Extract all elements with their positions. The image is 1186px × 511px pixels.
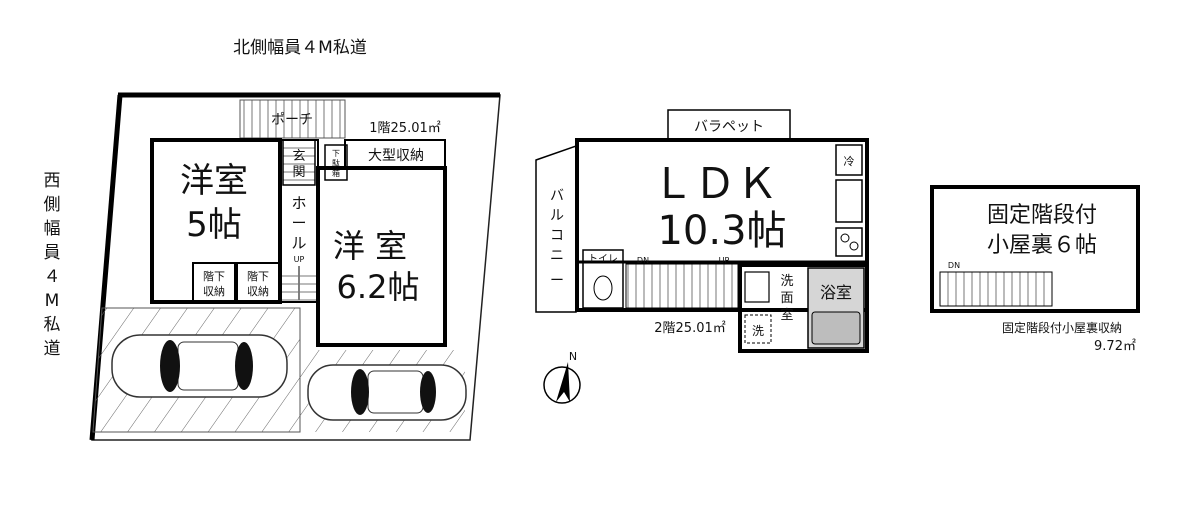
floor2-plan: バラペット バ ル コ ニ ー ＬＤＫ 10.3帖 冷 トイレ DN UP 洗 … bbox=[535, 109, 869, 353]
washroom-char: 面 bbox=[780, 291, 793, 306]
burner-icon bbox=[849, 241, 859, 251]
car-1 bbox=[111, 334, 288, 398]
western-room-6-size: 6.2帖 bbox=[337, 268, 420, 306]
under-stair-storage-2-label: 階下 bbox=[247, 269, 269, 283]
west-road-char: 西 bbox=[44, 171, 61, 191]
hall-char: ー bbox=[291, 214, 306, 232]
stove bbox=[835, 227, 863, 257]
attic-title-2: 小屋裏６帖 bbox=[987, 233, 1097, 258]
west-road-char: 道 bbox=[44, 339, 61, 359]
stairs-dn-label: DN bbox=[637, 256, 649, 265]
shoe-storage-char: 箱 bbox=[332, 168, 340, 178]
western-room-5-size: 5帖 bbox=[186, 205, 242, 245]
west-road-char: 側 bbox=[44, 195, 61, 215]
shoe-storage-char: 下 bbox=[332, 149, 340, 158]
large-storage-label: 大型収納 bbox=[368, 148, 424, 164]
stairs-up-label: UP bbox=[719, 256, 730, 265]
west-road-char: 幅 bbox=[44, 219, 61, 239]
toilet-icon bbox=[593, 275, 613, 301]
shoe-storage-walls bbox=[324, 144, 348, 181]
compass-north: N bbox=[569, 350, 577, 363]
west-road-char: ４ bbox=[44, 267, 61, 287]
fridge-box bbox=[835, 144, 863, 176]
site-plan: ポーチ 1階25.01㎡ 洋室 5帖 洋 室 6.2帖 大型収納 玄 関 下 駄… bbox=[89, 92, 501, 441]
under-stair-storage-2-box bbox=[236, 262, 280, 302]
compass: N bbox=[543, 350, 581, 404]
toilet-room bbox=[582, 249, 624, 309]
balcony-char: ニ bbox=[550, 248, 564, 264]
balcony-char: コ bbox=[550, 228, 564, 244]
entrance-char: 玄 bbox=[292, 149, 305, 164]
attic-dn: DN bbox=[948, 261, 960, 270]
attic-stairs bbox=[939, 271, 1053, 307]
washbasin bbox=[744, 271, 770, 303]
sink bbox=[835, 179, 863, 223]
bath-label: 浴室 bbox=[820, 283, 852, 302]
entrance-walls bbox=[282, 139, 316, 186]
bath-washroom-walls bbox=[738, 263, 869, 353]
washer-label: 洗 bbox=[752, 324, 764, 338]
porch-steps bbox=[239, 99, 346, 139]
western-room-6-walls bbox=[316, 166, 447, 347]
attic-storage-label: 固定階段付小屋裏収納 bbox=[1002, 320, 1122, 335]
under-stair-storage-1-box bbox=[192, 262, 236, 302]
attic-walls bbox=[930, 185, 1140, 313]
bathtub bbox=[811, 311, 861, 345]
car-2 bbox=[307, 364, 467, 421]
washroom-char: 室 bbox=[780, 307, 793, 323]
floor1-area: 1階25.01㎡ bbox=[369, 121, 441, 136]
under-stair-storage-2-label2: 収納 bbox=[247, 285, 269, 298]
ldk-size: 10.3帖 bbox=[657, 208, 786, 254]
balcony-char: ー bbox=[550, 273, 564, 289]
toilet-label: トイレ bbox=[588, 254, 618, 265]
burner-icon bbox=[840, 233, 850, 243]
hall-char: ル bbox=[291, 234, 306, 252]
western-room-5-label: 洋室 bbox=[180, 161, 248, 201]
under-stair-storage-1-label2: 収納 bbox=[203, 285, 225, 298]
ldk-walls bbox=[575, 138, 869, 312]
entrance-char: 関 bbox=[292, 165, 305, 180]
fridge-label: 冷 bbox=[844, 155, 855, 168]
floor2-area: 2階25.01㎡ bbox=[654, 321, 726, 336]
balcony-char: バ bbox=[550, 188, 564, 204]
west-road-label: 西 側 幅 員 ４ M 私 道 bbox=[44, 171, 61, 359]
attic-title-1: 固定階段付 bbox=[987, 203, 1097, 228]
porch-label: ポーチ bbox=[271, 112, 313, 128]
balcony-char: ル bbox=[550, 208, 564, 224]
under-stair-storage-1-label: 階下 bbox=[203, 269, 225, 283]
hall-stairs bbox=[282, 270, 316, 302]
hall-char: ホ bbox=[291, 194, 306, 212]
west-road-char: M bbox=[45, 291, 60, 311]
western-room-6-label: 洋 室 bbox=[333, 227, 407, 265]
attic-plan: 固定階段付 小屋裏６帖 DN 固定階段付小屋裏収納 9.72㎡ bbox=[930, 185, 1140, 354]
washer-box bbox=[744, 314, 772, 344]
west-road-char: 員 bbox=[44, 243, 61, 263]
parapet-label: バラペット bbox=[694, 119, 764, 135]
attic-storage-area: 9.72㎡ bbox=[1094, 339, 1136, 354]
north-road-label: 北側幅員４M私道 bbox=[233, 38, 367, 58]
west-road-char: 私 bbox=[44, 315, 61, 335]
ldk-label: ＬＤＫ bbox=[652, 159, 778, 208]
shoe-storage-char: 駄 bbox=[332, 158, 340, 168]
hall-up: UP bbox=[294, 255, 305, 264]
stairs-down bbox=[625, 263, 739, 309]
compass-arrow-icon bbox=[556, 362, 570, 402]
washroom-char: 洗 bbox=[780, 274, 793, 289]
